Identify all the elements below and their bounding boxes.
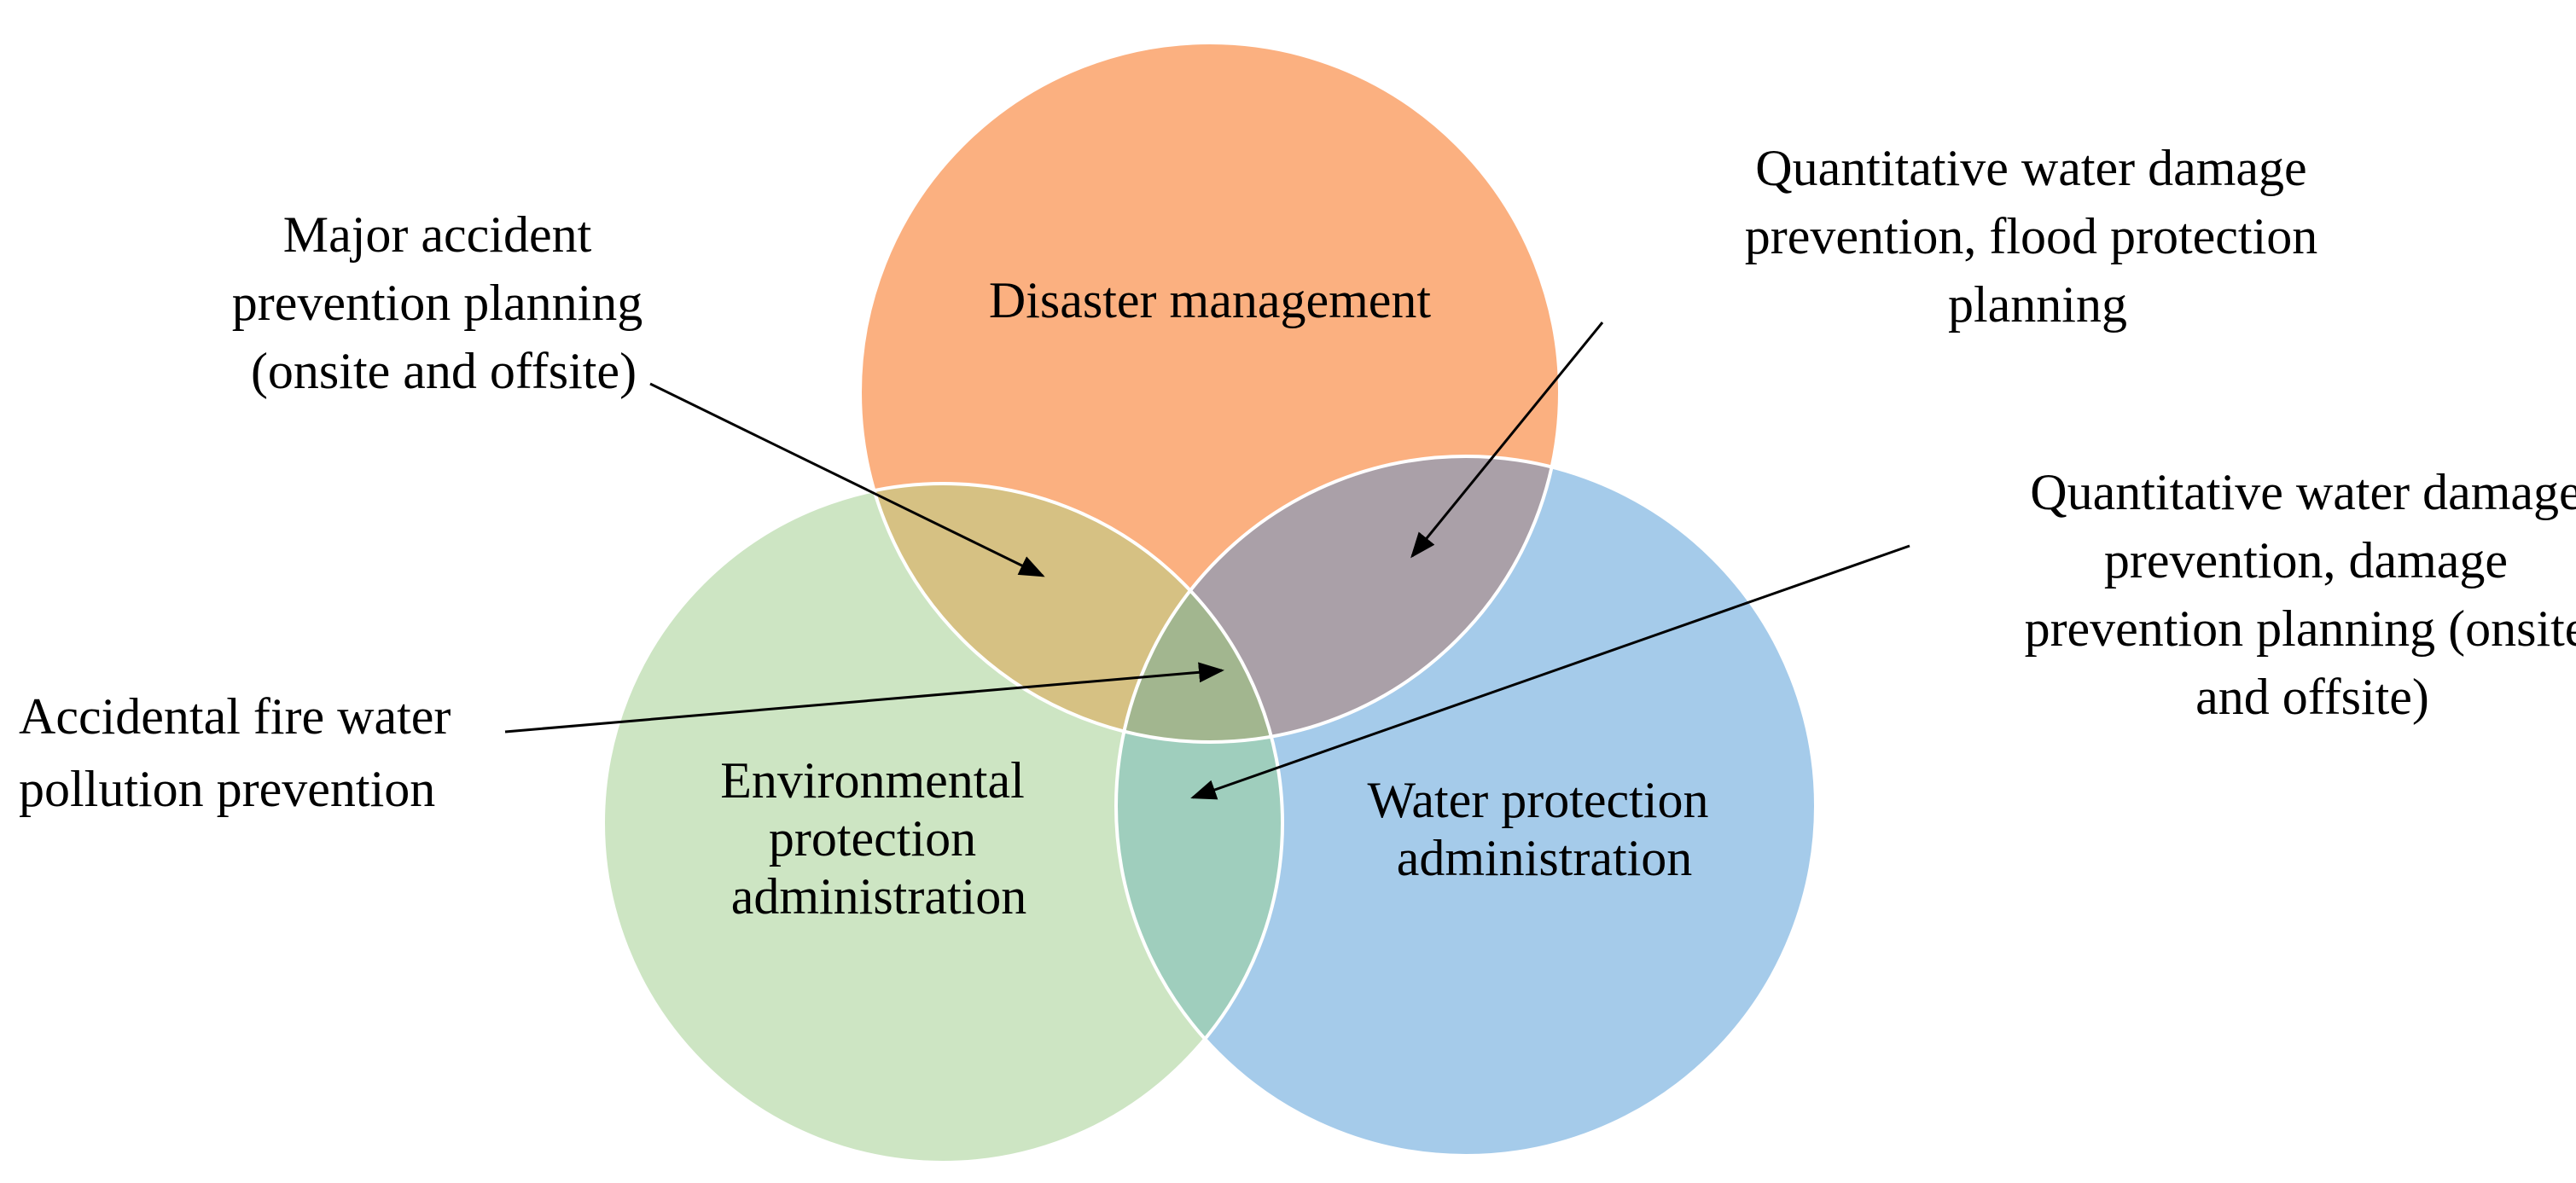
flood-protection-annotation: Quantitative water damage prevention, fl… [1745,140,2330,333]
arrow-major-accident [649,382,1045,577]
overlap-disaster-environment [860,484,1282,742]
arrow-damage-prevention [1190,544,1910,800]
major-accident-annotation: Major accident prevention planning (onsi… [232,206,656,399]
overlap-disaster-water [1116,456,1560,742]
water-circle-outline [1114,455,1817,1157]
environmental-protection-label: Environmental protection administration [720,752,1038,925]
disaster-management-label: Disaster management [989,272,1431,328]
arrow-fire-water [504,662,1224,734]
environment-circle-outline [602,482,1284,1164]
arrow-flood-protection [1410,322,1604,559]
damage-prevention-annotation: Quantitative water damage prevention, da… [2025,464,2576,725]
fire-water-annotation: Accidental fire water pollution preventi… [19,688,463,817]
disaster-circle-outline [858,41,1561,744]
water-protection-label: Water protection administration [1368,772,1722,886]
